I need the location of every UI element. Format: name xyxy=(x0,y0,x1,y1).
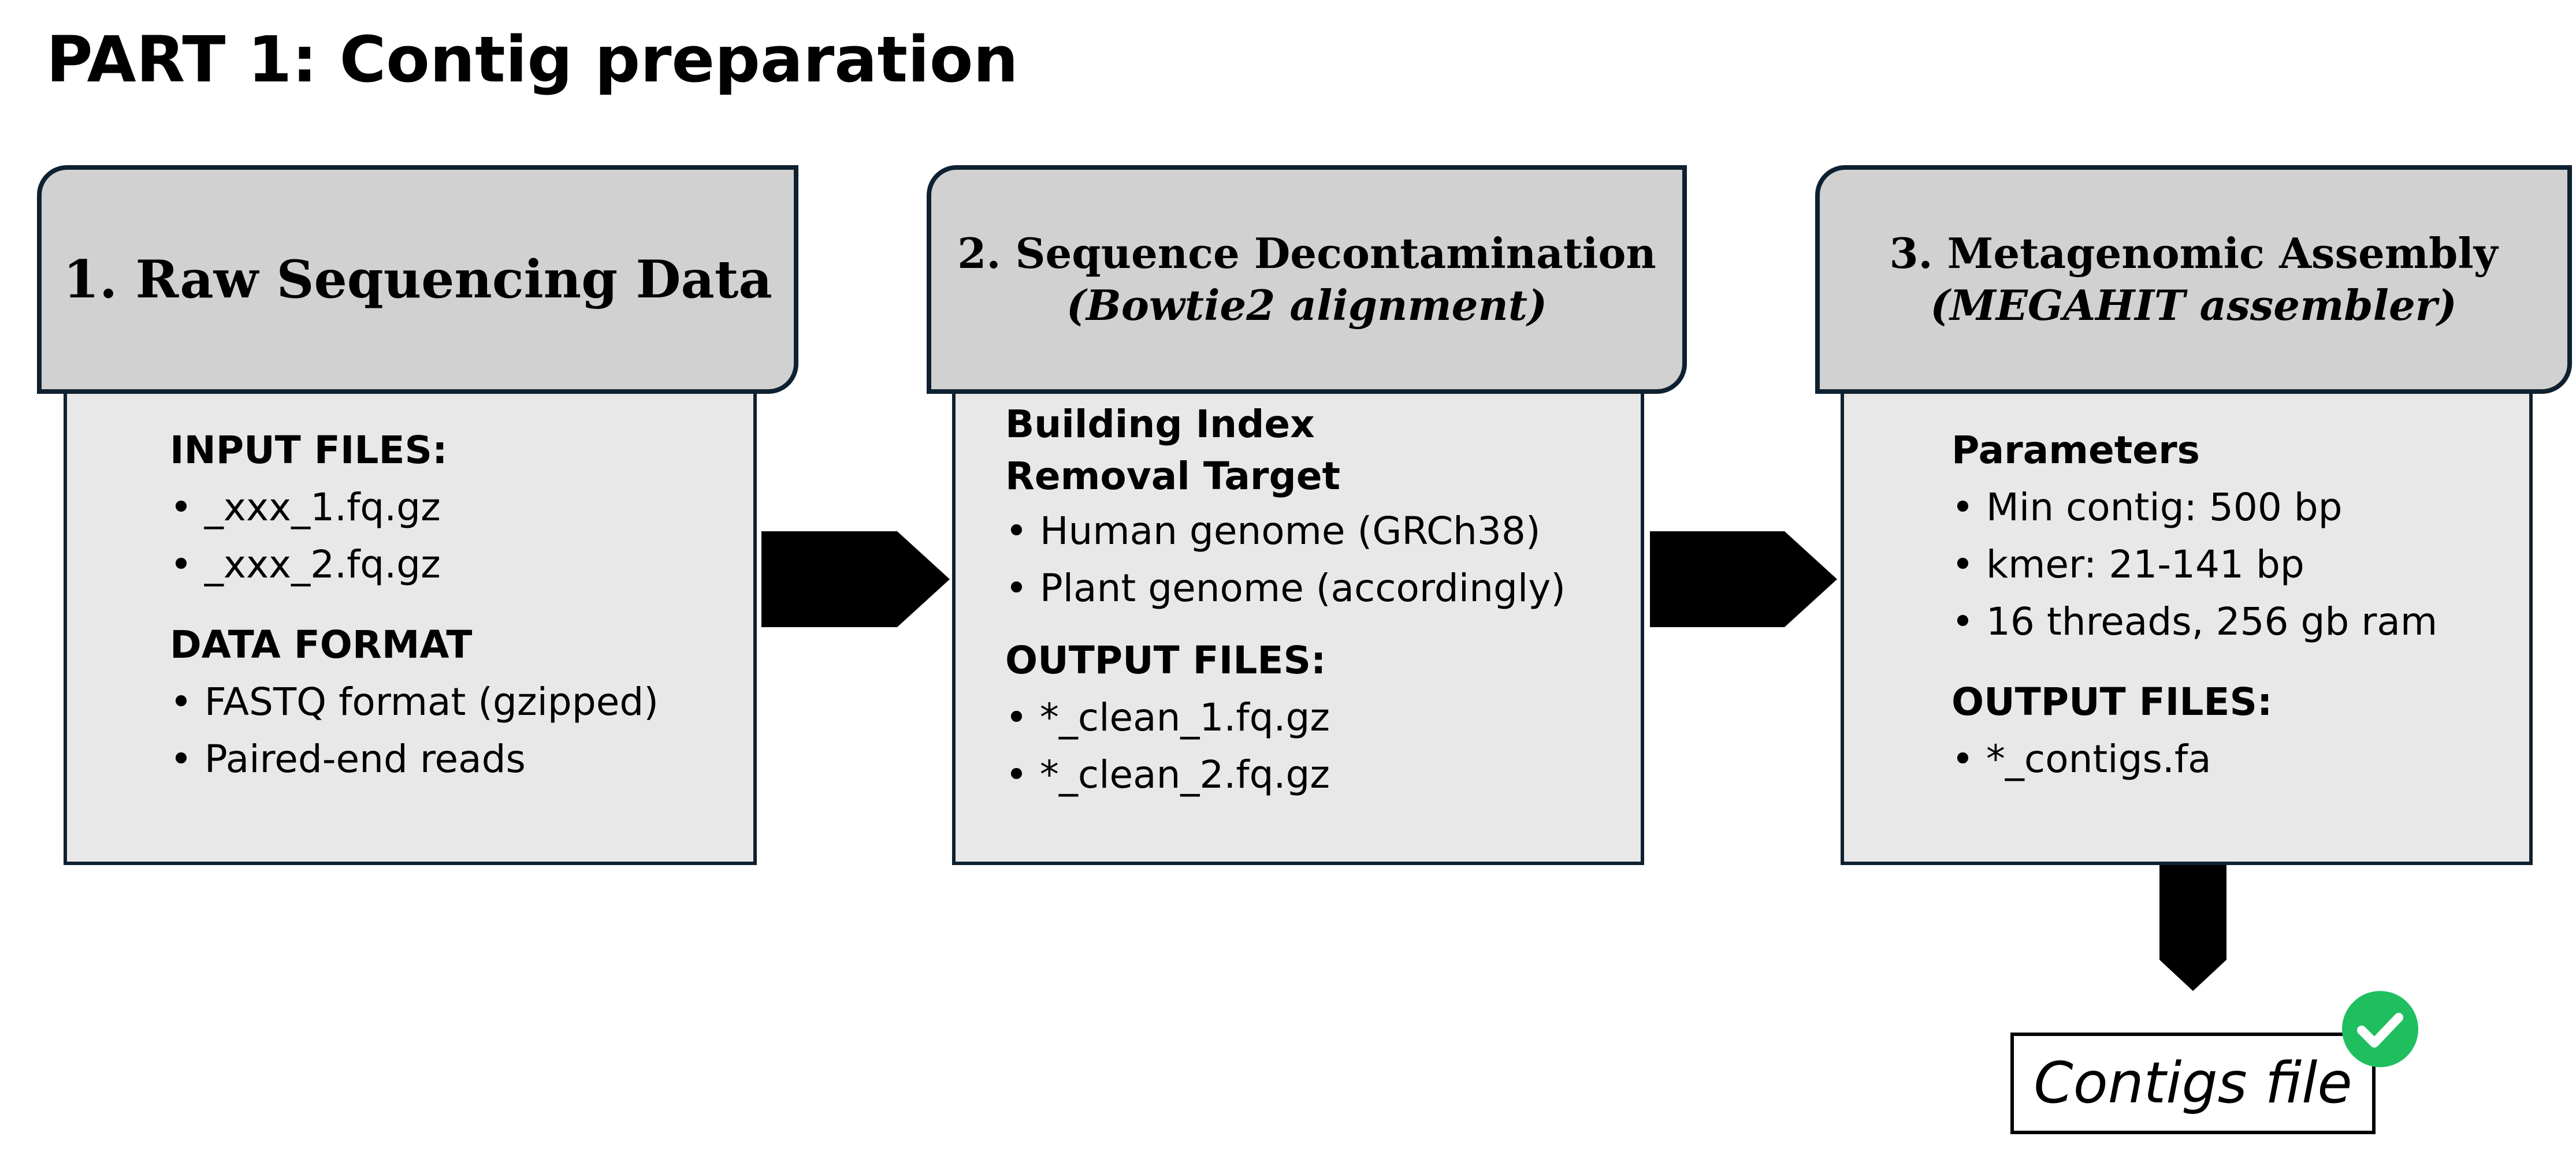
list-item: Human genome (GRCh38) xyxy=(1005,502,1566,560)
step-2-index-label: Building Index xyxy=(1005,402,1315,446)
output-file-box: Contigs file xyxy=(2010,1033,2376,1134)
step-2-content: Building Index Removal Target Human geno… xyxy=(1005,398,1566,803)
list-item: Plant genome (accordingly) xyxy=(1005,560,1566,617)
list-item: _xxx_2.fq.gz xyxy=(170,536,659,593)
step-2-title: 2. Sequence Decontamination xyxy=(957,229,1656,278)
list-item: 16 threads, 256 gb ram xyxy=(1951,593,2437,650)
step-1-content: INPUT FILES: _xxx_1.fq.gz _xxx_2.fq.gz D… xyxy=(170,422,659,788)
step-3-content: Parameters Min contig: 500 bp kmer: 21-1… xyxy=(1951,422,2437,788)
list-item: *_clean_2.fq.gz xyxy=(1005,746,1566,803)
list-item: FASTQ format (gzipped) xyxy=(170,673,659,731)
check-circle-icon xyxy=(2342,991,2418,1067)
list-item: *_clean_1.fq.gz xyxy=(1005,689,1566,746)
arrow-right-icon xyxy=(1650,531,1837,627)
list-item: kmer: 21-141 bp xyxy=(1951,536,2437,593)
list-item: Paired-end reads xyxy=(170,731,659,788)
arrow-right-icon xyxy=(761,531,950,627)
list-item: _xxx_1.fq.gz xyxy=(170,479,659,536)
step-3-output-label: OUTPUT FILES: xyxy=(1951,680,2273,724)
step-1-format-label: DATA FORMAT xyxy=(170,623,473,667)
step-3-title: 3. Metagenomic Assembly xyxy=(1889,229,2498,278)
step-2-subtitle: (Bowtie2 alignment) xyxy=(1066,281,1548,330)
step-1-title: 1. Raw Sequencing Data xyxy=(63,248,772,310)
arrow-down-icon xyxy=(2159,865,2226,991)
step-3-params-label: Parameters xyxy=(1951,428,2200,472)
list-item: Min contig: 500 bp xyxy=(1951,479,2437,536)
step-2-header: 2. Sequence Decontamination (Bowtie2 ali… xyxy=(927,165,1687,394)
step-3-subtitle: (MEGAHIT assembler) xyxy=(1930,281,2457,330)
step-2-output-label: OUTPUT FILES: xyxy=(1005,638,1326,683)
step-2-target-label: Removal Target xyxy=(1005,453,1341,498)
step-3-header: 3. Metagenomic Assembly (MEGAHIT assembl… xyxy=(1815,165,2572,394)
step-1-input-label: INPUT FILES: xyxy=(170,428,448,472)
output-file-label: Contigs file xyxy=(2034,1050,2352,1116)
list-item: *_contigs.fa xyxy=(1951,731,2437,788)
step-1-header: 1. Raw Sequencing Data xyxy=(37,165,798,394)
page-title: PART 1: Contig preparation xyxy=(46,23,1018,96)
